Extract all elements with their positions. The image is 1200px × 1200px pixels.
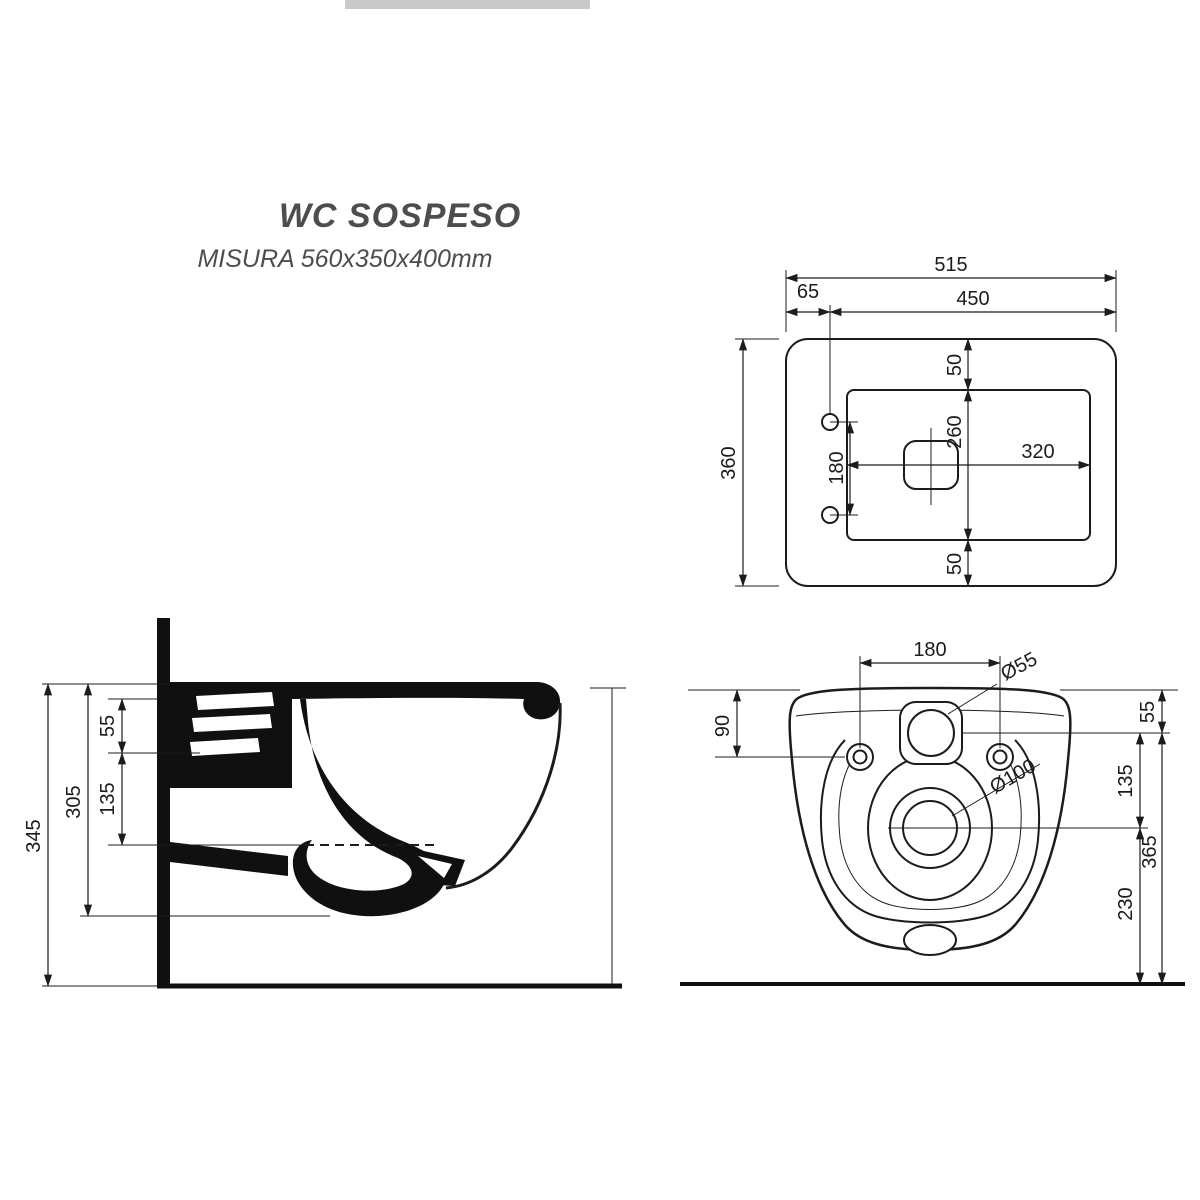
- dim-label-cutout-width: 320: [1021, 441, 1054, 463]
- dim-label-mid-height: 135: [97, 782, 119, 815]
- dim-label-top-to-inlet: 55: [1137, 701, 1159, 723]
- rim-section: [292, 682, 561, 720]
- flush-channel: [196, 692, 274, 710]
- dim-label-top-offset: 55: [97, 715, 119, 737]
- inlet-circle: [907, 709, 955, 757]
- side-view: 345 305 135 55: [23, 618, 626, 989]
- jet-cavity: [418, 856, 452, 878]
- dim-label-bottom-margin: 50: [944, 553, 966, 575]
- dim-label-cutout-depth: 260: [944, 415, 966, 448]
- rear-view: 180 Ø55 90 55 135 Ø100 365 230: [680, 639, 1185, 986]
- page-subtitle: MISURA 560x350x400mm: [197, 245, 492, 273]
- leader-outlet-diameter: [951, 763, 1041, 817]
- dim-label-overall-height: 345: [23, 819, 45, 852]
- dim-label-overall-width: 515: [934, 254, 967, 276]
- dim-label-inlet-to-outlet: 135: [1115, 764, 1137, 797]
- outlet-pipe-section: [170, 842, 288, 876]
- top-edge-artifact: [345, 0, 590, 9]
- dim-label-top-margin: 50: [944, 354, 966, 376]
- leader-inlet-diameter: [947, 683, 998, 715]
- dim-label-inlet-diameter: Ø55: [997, 648, 1041, 685]
- dim-label-left-offset: 65: [797, 281, 819, 303]
- dim-label-hole-spacing: 180: [913, 639, 946, 661]
- page-title: WC SOSPESO: [279, 197, 521, 235]
- flush-channel: [190, 738, 260, 756]
- dim-label-inner-width: 450: [956, 288, 989, 310]
- bowl-outer-shell: [445, 702, 562, 890]
- flush-channel: [192, 714, 272, 732]
- dim-label-overall-depth: 360: [718, 446, 740, 479]
- dim-label-top-to-holes: 90: [712, 715, 734, 737]
- trap-section: [292, 699, 447, 917]
- wall-section: [157, 618, 170, 986]
- fixing-hole-left-inner: [852, 749, 868, 765]
- top-view: 515 450 65 360 180 50 260 320 50: [718, 254, 1117, 587]
- foot-detail: [903, 924, 957, 956]
- fixing-hole-right-inner: [992, 749, 1008, 765]
- title-block: WC SOSPESO MISURA 560x350x400mm: [197, 197, 521, 273]
- dim-label-overall-height: 365: [1139, 835, 1161, 868]
- dim-label-hole-spacing: 180: [826, 451, 848, 484]
- frame-inner-arc: [838, 751, 1022, 910]
- dim-label-bowl-height: 305: [63, 785, 85, 818]
- dim-label-outlet-height: 230: [1115, 887, 1137, 920]
